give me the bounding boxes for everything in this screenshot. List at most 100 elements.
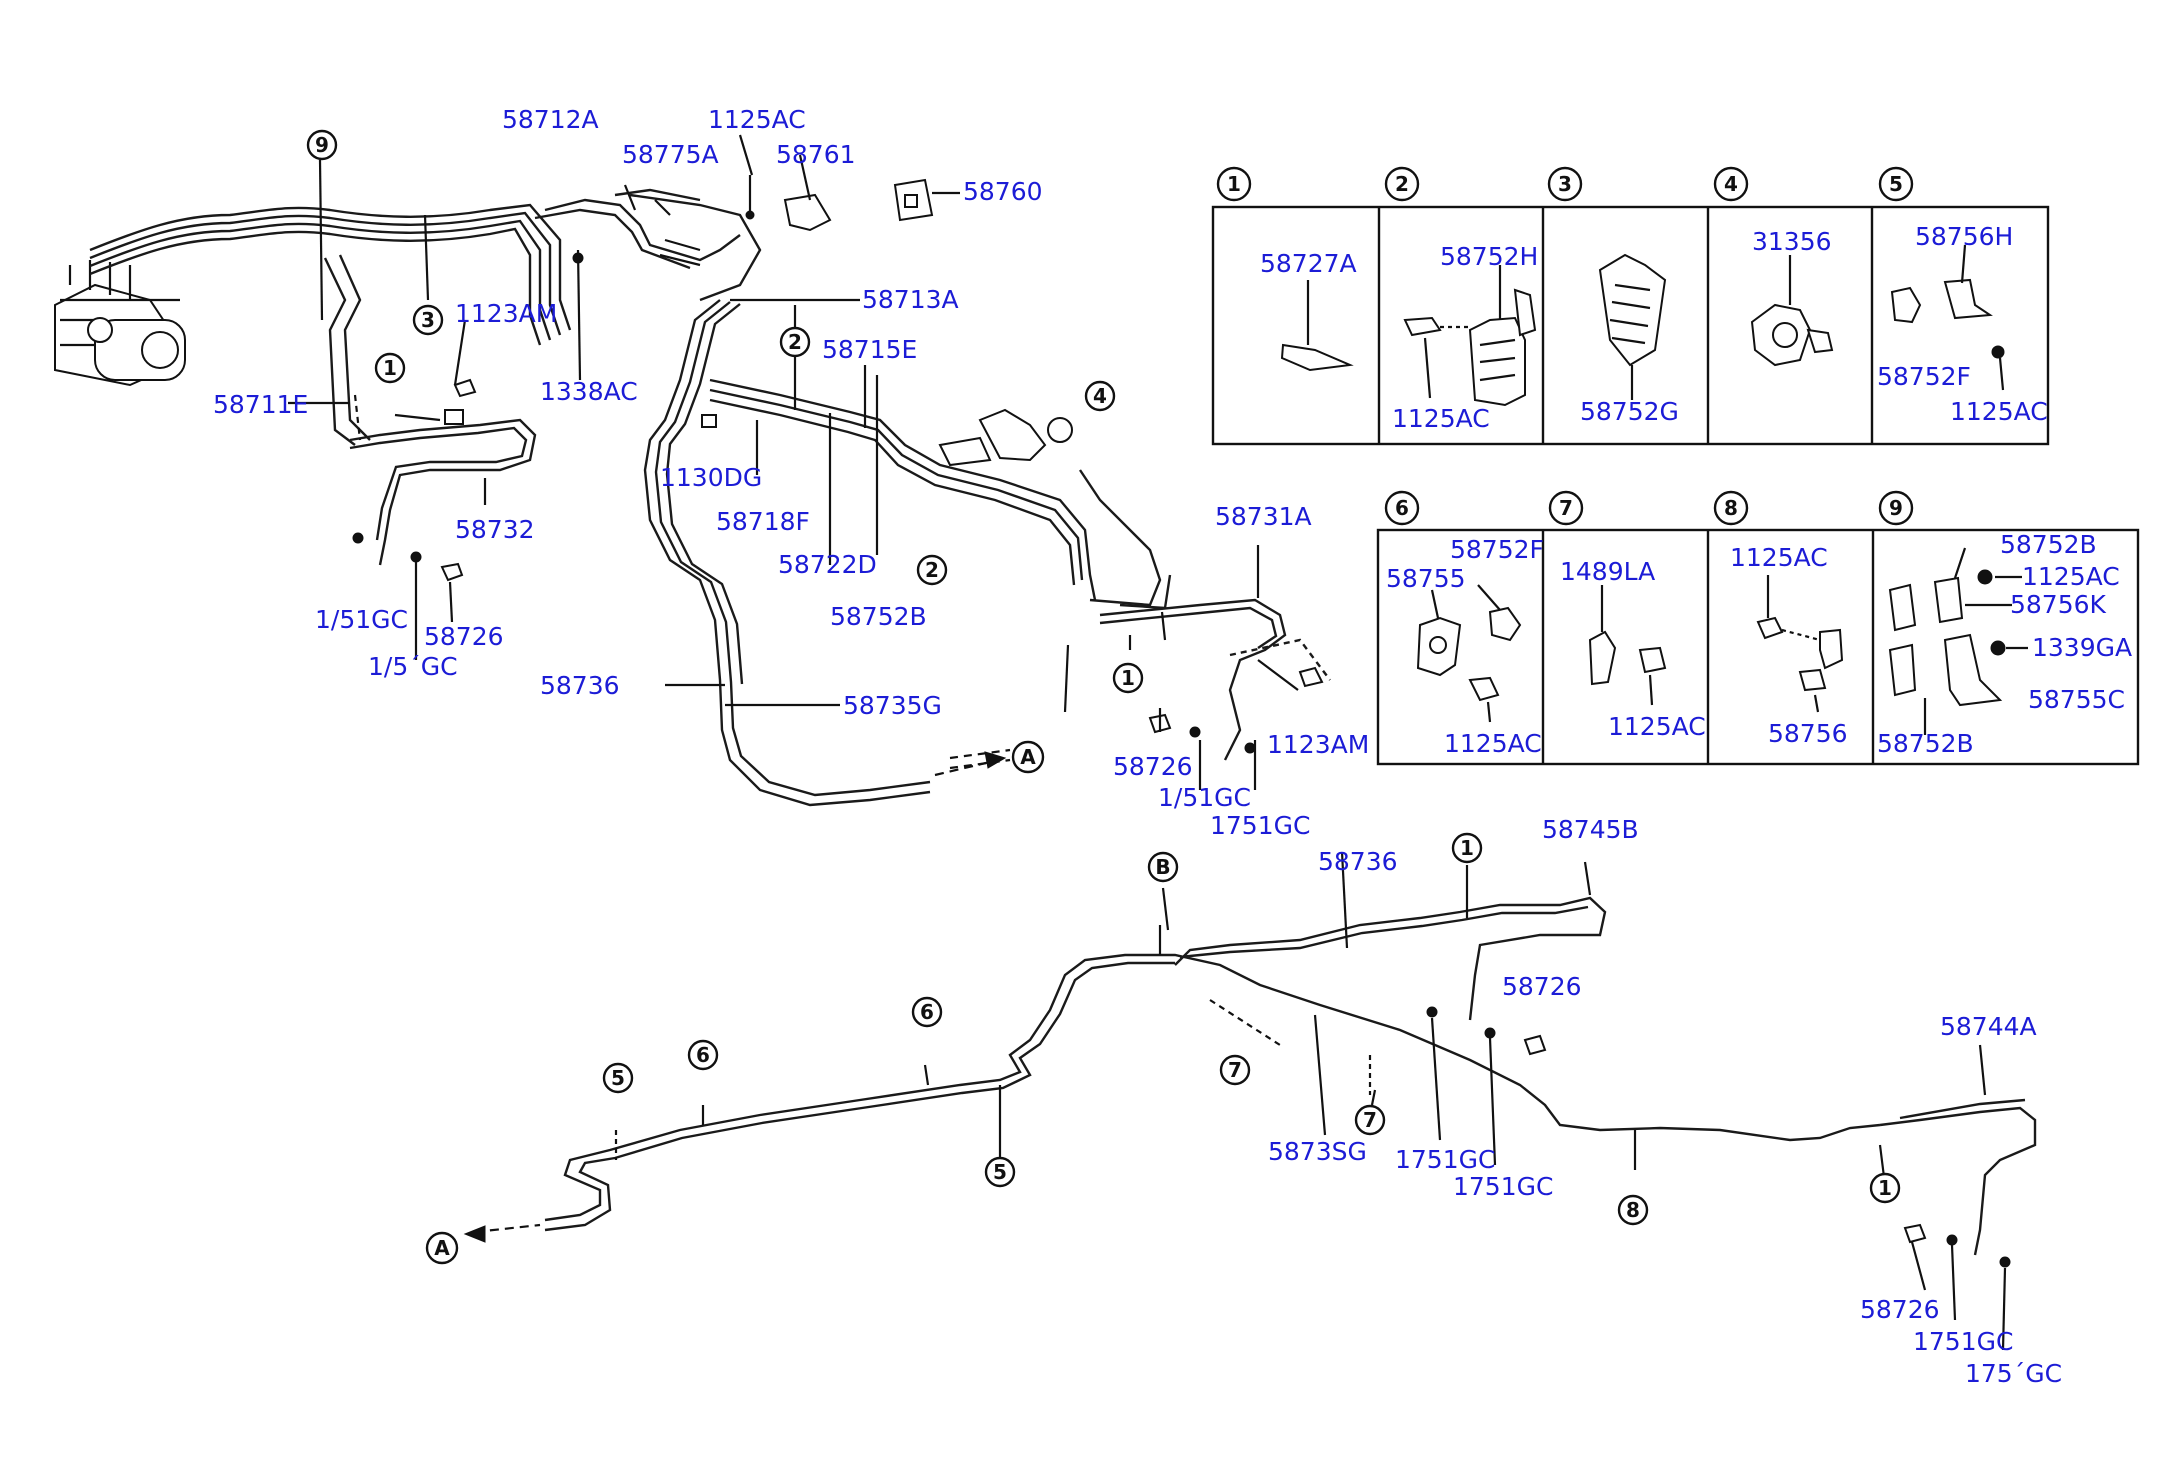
svg-text:7: 7 bbox=[1559, 496, 1573, 520]
label-1751GC-a: 1/51GC bbox=[315, 605, 408, 634]
callout-1-c: 1 bbox=[1451, 832, 1483, 864]
callout-a-lower: A bbox=[425, 1231, 459, 1265]
callout-9: 9 bbox=[306, 129, 338, 161]
detail-6-label-58755: 58755 bbox=[1386, 564, 1466, 593]
svg-text:9: 9 bbox=[315, 133, 329, 157]
label-58712A: 58712A bbox=[502, 105, 599, 134]
label-58744A: 58744A bbox=[1940, 1012, 2037, 1041]
svg-text:A: A bbox=[434, 1236, 450, 1260]
master-cylinder-assembly bbox=[54, 260, 186, 387]
svg-text:B: B bbox=[1155, 855, 1170, 879]
svg-text:5: 5 bbox=[611, 1066, 625, 1090]
detail-9-label-1339GA: 1339GA bbox=[2032, 633, 2132, 662]
svg-text:6: 6 bbox=[920, 1000, 934, 1024]
svg-text:8: 8 bbox=[1724, 496, 1738, 520]
label-1751GC-g: 1751GC bbox=[1913, 1327, 2013, 1356]
label-58718F: 58718F bbox=[716, 507, 810, 536]
detail-9-label-58755C: 58755C bbox=[2028, 685, 2125, 714]
detail-9-label-1125AC: 1125AC bbox=[2022, 562, 2120, 591]
detail-callout-3: 3 bbox=[1547, 166, 1583, 202]
detail-callout-2: 2 bbox=[1384, 166, 1420, 202]
svg-text:3: 3 bbox=[421, 308, 435, 332]
callout-2-a: 2 bbox=[779, 326, 811, 358]
rear-pipe-lower bbox=[544, 896, 2037, 1256]
arrow-to-a-upper bbox=[934, 751, 1007, 777]
label-58715E: 58715E bbox=[822, 335, 917, 364]
detail-box-row-2 bbox=[1376, 528, 2140, 766]
label-58732: 58732 bbox=[455, 515, 535, 544]
leader-lines bbox=[288, 134, 2007, 1351]
svg-text:2: 2 bbox=[1395, 172, 1409, 196]
detail-9-label-58756K: 58756K bbox=[2010, 590, 2107, 619]
label-58722D: 58722D bbox=[778, 550, 877, 579]
detail-9-label-58752B-a: 58752B bbox=[2000, 530, 2097, 559]
detail-9-clamps bbox=[1888, 547, 2028, 735]
label-1751GC-b: 1/5´GC bbox=[368, 652, 458, 681]
callout-4: 4 bbox=[1084, 380, 1116, 412]
svg-text:1: 1 bbox=[383, 356, 397, 380]
label-58713A: 58713A bbox=[862, 285, 959, 314]
detail-7-label-1125AC: 1125AC bbox=[1608, 712, 1706, 741]
detail-6-bracket bbox=[1416, 584, 1522, 723]
label-58735G-top: 58735G bbox=[843, 691, 942, 720]
front-left-hose bbox=[349, 394, 537, 566]
detail-5-label-58756H: 58756H bbox=[1915, 222, 2013, 251]
label-58726-c: 58726 bbox=[1502, 972, 1582, 1001]
callout-2-b: 2 bbox=[916, 554, 948, 586]
svg-text:5: 5 bbox=[1889, 172, 1903, 196]
label-1751GC-d: 1751GC bbox=[1210, 811, 1310, 840]
label-1751GC-f: 1751GC bbox=[1453, 1172, 1553, 1201]
label-58736-top: 58736 bbox=[540, 671, 620, 700]
detail-8-bracket bbox=[1756, 575, 1844, 713]
rear-brake-pipe-run bbox=[709, 378, 1331, 761]
detail-1-clip bbox=[1280, 280, 1354, 372]
detail-callout-7: 7 bbox=[1548, 490, 1584, 526]
detail-5-label-1125AC: 1125AC bbox=[1950, 397, 2048, 426]
detail-8-label-1125AC: 1125AC bbox=[1730, 543, 1828, 572]
label-58760: 58760 bbox=[963, 177, 1043, 206]
label-58731A: 58731A bbox=[1215, 502, 1312, 531]
detail-3-label-58752G: 58752G bbox=[1580, 397, 1679, 426]
label-58726-a: 58726 bbox=[424, 622, 504, 651]
svg-text:7: 7 bbox=[1228, 1058, 1242, 1082]
svg-text:1: 1 bbox=[1227, 172, 1241, 196]
svg-text:5: 5 bbox=[993, 1160, 1007, 1184]
detail-callout-1: 1 bbox=[1216, 166, 1252, 202]
detail-5-label-58752F: 58752F bbox=[1877, 362, 1971, 391]
detail-4-grommet bbox=[1750, 255, 1834, 367]
callout-a-upper: A bbox=[1011, 740, 1045, 774]
callout-b: B bbox=[1147, 851, 1179, 883]
svg-text:4: 4 bbox=[1724, 172, 1738, 196]
svg-text:7: 7 bbox=[1363, 1108, 1377, 1132]
detail-7-label-1489LA: 1489LA bbox=[1560, 557, 1655, 586]
callout-5-a: 5 bbox=[602, 1062, 634, 1094]
svg-text:1: 1 bbox=[1878, 1176, 1892, 1200]
detail-5-bracket bbox=[1890, 244, 2005, 391]
svg-text:6: 6 bbox=[1395, 496, 1409, 520]
label-58752B-main: 58752B bbox=[830, 602, 927, 631]
svg-text:A: A bbox=[1020, 745, 1036, 769]
detail-callout-9: 9 bbox=[1878, 490, 1914, 526]
front-pipe-bundle bbox=[89, 159, 762, 446]
svg-text:8: 8 bbox=[1626, 1198, 1640, 1222]
label-5873SG-low: 5873SG bbox=[1268, 1137, 1367, 1166]
label-58761: 58761 bbox=[776, 140, 856, 169]
detail-2-clamp bbox=[1403, 265, 1537, 407]
label-58736-low: 58736 bbox=[1318, 847, 1398, 876]
detail-7-clip bbox=[1588, 585, 1667, 706]
detail-callout-6: 6 bbox=[1384, 490, 1420, 526]
callout-8: 8 bbox=[1617, 1194, 1649, 1226]
callout-3: 3 bbox=[412, 304, 444, 336]
label-58775A: 58775A bbox=[622, 140, 719, 169]
detail-2-label-1125AC: 1125AC bbox=[1392, 404, 1490, 433]
detail-9-label-58752B-b: 58752B bbox=[1877, 729, 1974, 758]
svg-text:6: 6 bbox=[696, 1043, 710, 1067]
callout-1-b: 1 bbox=[1112, 662, 1144, 694]
label-58726-d: 58726 bbox=[1860, 1295, 1940, 1324]
arrow-to-a-lower bbox=[463, 1223, 541, 1243]
fastener-icons bbox=[352, 252, 2011, 1268]
bracket-group bbox=[659, 175, 934, 267]
detail-box-row-1 bbox=[1211, 205, 2050, 446]
callout-5-b: 5 bbox=[984, 1156, 1016, 1188]
